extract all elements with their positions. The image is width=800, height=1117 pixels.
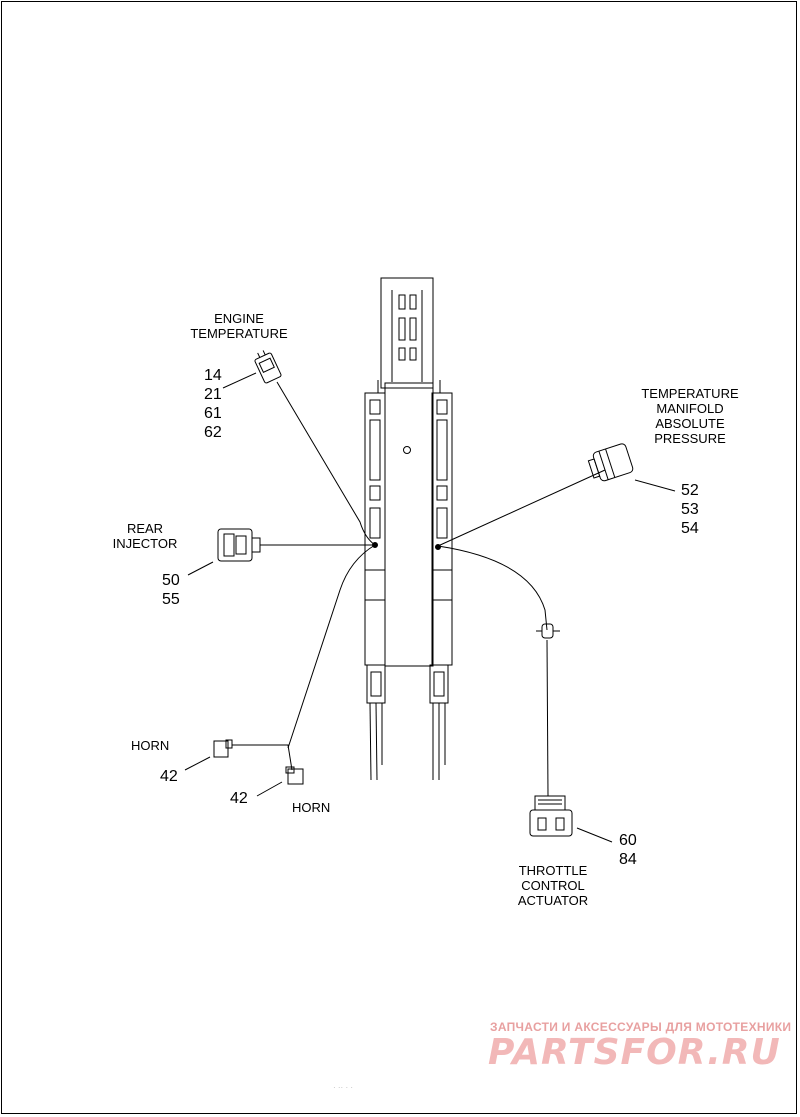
horn-left-callout: 42 (160, 768, 178, 785)
rear-injector-callouts: 50 55 (162, 572, 180, 608)
tmap-callouts: 52 53 54 (681, 482, 699, 537)
horn-left-connector (213, 739, 233, 758)
rear-injector-label: REAR INJECTOR (112, 521, 178, 551)
tmap-connector (587, 443, 634, 482)
horn-left-label: HORN (131, 738, 170, 753)
leader-lines (184, 372, 676, 843)
frame-backbone (364, 277, 453, 781)
engine-temperature-connector (254, 350, 282, 384)
harness-wires (232, 381, 606, 797)
engine-temperature-label: ENGINE TEMPERATURE (190, 311, 288, 341)
throttle-callouts: 60 84 (619, 832, 637, 868)
splice-right (435, 544, 441, 550)
sheet-code: · ·· · · (333, 1083, 353, 1092)
tmap-label: TEMPERATURE MANIFOLD ABSOLUTE PRESSURE (641, 386, 739, 446)
horn-right-label: HORN (292, 800, 331, 815)
watermark-tagline: ЗАПЧАСТИ И АКСЕССУАРЫ ДЛЯ МОТОТЕХНИКИ (490, 1020, 792, 1034)
inline-connector (536, 623, 560, 639)
engine-temperature-callouts: 14 21 61 62 (204, 367, 222, 441)
watermark-logo: PARTSFOR.RU (488, 1032, 781, 1073)
throttle-label: THROTTLE CONTROL ACTUATOR (517, 863, 589, 908)
splice-left (372, 542, 378, 548)
rear-injector-connector (217, 528, 261, 562)
horn-right-callout: 42 (230, 790, 248, 807)
horn-right-connector (285, 766, 304, 785)
throttle-actuator-connector (529, 795, 573, 837)
